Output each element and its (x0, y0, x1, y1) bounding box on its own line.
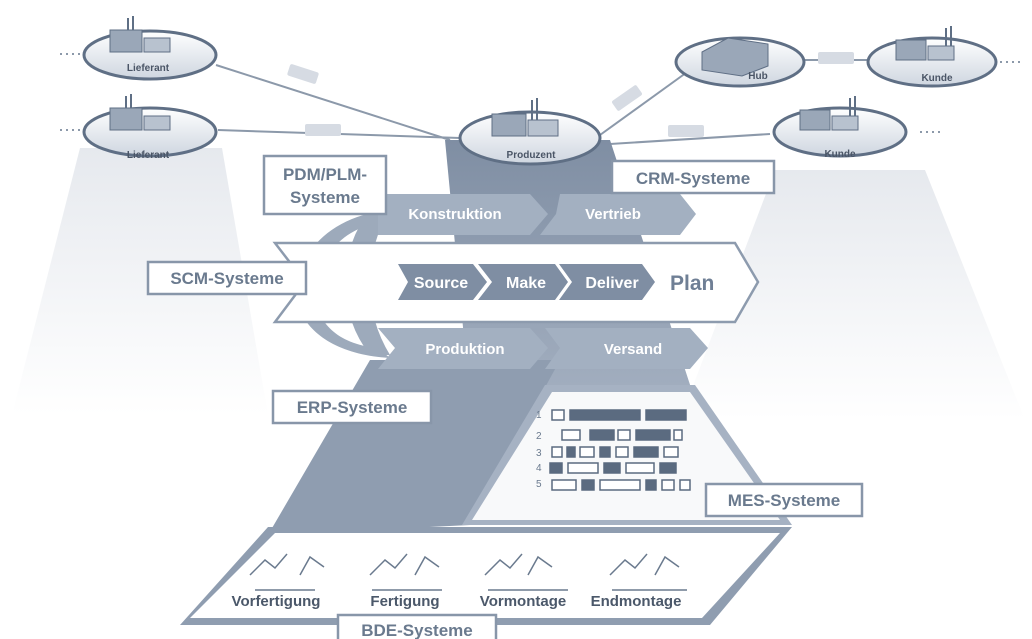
bde-platform-inner (190, 533, 780, 618)
factory-robot-icons (249, 553, 687, 591)
erp-systeme-box[interactable]: ERP-Systeme (271, 389, 433, 425)
mes-systeme-box[interactable]: MES-Systeme (704, 482, 864, 518)
vertrieb-label: Vertrieb (585, 206, 641, 223)
node-hub[interactable]: Hub (674, 36, 806, 88)
versand-label: Versand (604, 341, 662, 358)
hub-label: Hub (748, 71, 767, 82)
konstruktion-label: Konstruktion (408, 206, 501, 223)
node-lieferant-top[interactable]: Lieferant (82, 16, 218, 81)
mes-row-number: 4 (536, 463, 542, 474)
crm-systeme-box[interactable]: CRM-Systeme (610, 159, 776, 195)
versand-arrow[interactable] (545, 328, 708, 369)
make-label: Make (506, 275, 546, 292)
bde-label: BDE-Systeme (361, 621, 473, 639)
left-light-beam (12, 148, 268, 415)
bde-systeme-box[interactable]: BDE-Systeme (336, 613, 498, 639)
lieferant-mid-label: Lieferant (127, 150, 170, 161)
mes-label: MES-Systeme (728, 491, 840, 510)
mes-gantt: 1 2 3 4 5 (536, 409, 691, 491)
vertrieb-arrow[interactable] (540, 194, 696, 235)
node-kunde-top[interactable]: Kunde (866, 26, 998, 88)
node-kunde-mid[interactable]: Kunde (772, 96, 908, 160)
node-lieferant-mid[interactable]: Lieferant (82, 94, 218, 161)
pdm-label-line2: Systeme (290, 188, 360, 207)
mes-row-number: 2 (536, 431, 542, 442)
produzent-label: Produzent (507, 150, 557, 161)
station-fertigung: Fertigung (370, 593, 439, 610)
make-chevron[interactable] (478, 264, 568, 300)
network-connections (60, 53, 1024, 145)
scm-label: SCM-Systeme (170, 269, 283, 288)
station-vorfertigung: Vorfertigung (232, 593, 321, 610)
kunde-top-label: Kunde (921, 73, 953, 84)
konstruktion-arrow[interactable] (378, 194, 548, 235)
erp-label: ERP-Systeme (297, 398, 408, 417)
einkauf-label: Einkauf (349, 245, 366, 300)
deliver-label: Deliver (585, 275, 638, 292)
pdm-systeme-box[interactable]: PDM/PLM- Systeme (262, 154, 388, 216)
pdm-label-line1: PDM/PLM- (283, 165, 367, 184)
mes-row-number: 1 (536, 410, 542, 421)
crm-label: CRM-Systeme (636, 169, 750, 188)
scm-systeme-box[interactable]: SCM-Systeme (146, 260, 308, 296)
deliver-chevron[interactable] (559, 264, 655, 300)
right-light-beam (680, 170, 1025, 420)
kunde-mid-label: Kunde (824, 149, 856, 160)
station-endmontage: Endmontage (591, 593, 682, 610)
mes-row-number: 5 (536, 479, 542, 490)
station-vormontage: Vormontage (480, 593, 566, 610)
source-chevron[interactable] (398, 264, 487, 300)
lieferant-top-label: Lieferant (127, 63, 170, 74)
truck-icons (287, 52, 854, 137)
mes-row-number: 3 (536, 448, 542, 459)
plan-label: Plan (670, 272, 714, 295)
source-label: Source (414, 275, 468, 292)
produktion-arrow[interactable] (378, 328, 548, 369)
node-produzent[interactable]: Produzent (458, 98, 602, 166)
produktion-label: Produktion (425, 341, 504, 358)
